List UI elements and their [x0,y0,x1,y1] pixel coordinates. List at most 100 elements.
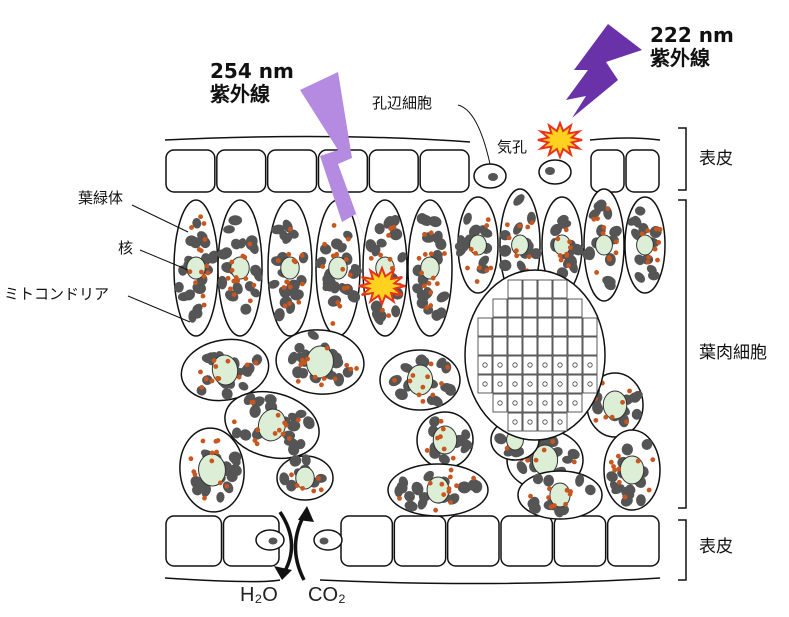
mitochondrion [302,360,308,366]
mitochondrion [330,321,336,326]
mitochondrion [646,254,652,260]
chloroplast [429,416,440,427]
chloroplast [454,242,469,252]
uv-bolts [300,24,642,307]
mitochondrion [343,257,349,262]
mitochondrion [289,472,294,478]
mitochondrion [311,488,317,494]
mitochondrion [188,456,194,462]
chloroplast [337,243,347,253]
mitochondrion [471,475,476,481]
phloem-dot [557,381,563,387]
mitochondrion [428,289,434,295]
mitochondrion [441,446,447,452]
mesophyll-cell [387,463,489,517]
chloroplast [216,491,225,503]
chloroplast [228,215,243,226]
mitochondrion [275,258,281,263]
mitochondrion [251,282,257,288]
phloem-dot [512,362,518,368]
epidermis-top-label: 表皮 [699,149,733,169]
uv-254-name: 紫外線 [210,82,270,106]
chloroplast [609,225,622,238]
mitochondrion [427,480,433,486]
vascular-cell [567,374,583,394]
mitochondrion [506,235,512,241]
mitochondrion [440,426,446,432]
vascular-cell [552,298,568,318]
mesophyll-cell [180,338,270,402]
mitochondrion [514,253,520,259]
chloroplast [374,310,387,323]
vascular-cell [477,317,493,337]
chloroplast [303,416,315,430]
chloroplast [428,216,442,228]
vascular-cell [567,336,583,356]
mitochondrion [281,285,287,290]
mitochondrion [192,472,198,477]
mesophyll-cell [224,390,320,460]
mitochondrion [608,459,614,465]
vascular-cell [537,317,553,337]
vascular-cell [552,336,568,356]
chloroplast [221,388,233,400]
bracket-epidermis-top [678,127,687,191]
leader-mitochondria [127,295,191,323]
mitochondrion [517,223,523,229]
mitochondrion [284,279,290,285]
mitochondrion [205,270,211,276]
mitochondrion [213,364,219,369]
phloem-dot [542,381,548,387]
chloroplast [370,300,383,313]
mitochondrion [655,257,660,263]
guard-cell-label: 孔辺細胞 [372,94,433,112]
epidermal-cell [393,515,447,567]
phloem-dot [527,362,533,368]
vascular-cell [537,412,553,432]
chloroplast [347,290,361,303]
chloroplast [395,388,408,401]
mitochondrion [280,431,286,437]
mitochondrion [529,220,535,225]
nucleus [469,234,487,256]
vascular-cell [522,393,538,413]
vascular-cell [537,279,553,299]
mitochondrion [320,264,326,269]
mitochondrion [422,283,427,289]
phloem-dot [527,419,533,425]
mitochondrion [410,373,416,378]
chloroplast [438,454,450,465]
mitochondrion [447,474,453,480]
nucleus [230,256,250,280]
co2-arrow-shaft [293,511,308,581]
phloem-dot [557,362,563,368]
mitochondria-label: ミトコンドリア [4,285,110,303]
vascular-cell [477,336,493,356]
chloroplast [404,491,415,502]
mitochondrion [485,217,491,223]
phloem-dot [512,400,518,406]
chloroplast [253,269,263,282]
mitochondrion [229,259,235,265]
vascular-bundle [464,269,606,441]
mitochondrion [438,418,444,424]
chloroplast [532,473,544,485]
label-leader-lines [127,104,491,323]
chloroplast [646,264,657,275]
mesophyll-cell [603,429,661,511]
mitochondrion [282,303,288,309]
mitochondrion [200,293,206,299]
mitochondrion [203,376,209,382]
mitochondrion [627,388,632,394]
water-label: H₂O [240,584,278,606]
guard-cell-nucleus [268,537,278,545]
mitochondrion [354,366,359,371]
mitochondrion [225,275,231,281]
mitochondrion [525,224,531,230]
nucleus [511,234,529,256]
mitochondrion [187,269,193,275]
mitochondrion [200,438,206,444]
chloroplast [404,500,418,512]
vascular-cell [567,317,583,337]
